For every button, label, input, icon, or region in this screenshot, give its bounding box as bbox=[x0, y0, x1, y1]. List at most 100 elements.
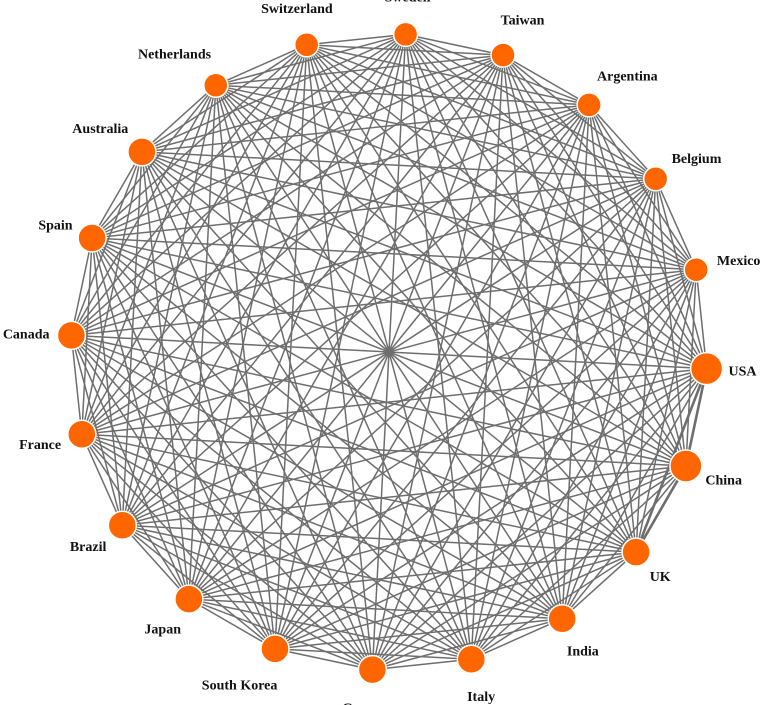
edge-germany-brazil bbox=[121, 524, 373, 671]
edge-canada-mexico bbox=[71, 268, 697, 337]
node-france bbox=[67, 419, 97, 450]
edge-argentina-mexico bbox=[588, 104, 697, 271]
label-france: France bbox=[19, 438, 61, 453]
edge-netherlands-argentina bbox=[215, 84, 590, 106]
edge-india-australia bbox=[141, 151, 563, 620]
edge-uk-argentina bbox=[588, 104, 637, 553]
node-mexico bbox=[683, 256, 709, 283]
node-switzerland bbox=[293, 32, 320, 58]
edge-netherlands-switzerland bbox=[215, 44, 308, 86]
label-taiwan: Taiwan bbox=[501, 14, 545, 29]
edge-switzerland-mexico bbox=[306, 44, 697, 271]
edge-belgium-mexico bbox=[655, 178, 697, 271]
label-sweden: Sweden bbox=[385, 0, 431, 6]
edge-brazil-argentina bbox=[121, 104, 590, 526]
edge-australia-switzerland bbox=[141, 44, 308, 153]
edge-india-brazil bbox=[122, 524, 563, 620]
edge-italy-sweden bbox=[404, 34, 473, 660]
edge-spain-belgium bbox=[92, 178, 656, 239]
edge-brazil-australia bbox=[121, 151, 143, 526]
edge-netherlands-sweden bbox=[215, 33, 406, 87]
node-india bbox=[547, 603, 577, 634]
edge-sweden-belgium bbox=[405, 33, 657, 180]
edge-china-australia bbox=[141, 151, 687, 467]
edge-france-mexico bbox=[81, 268, 697, 436]
edge-india-mexico bbox=[561, 269, 697, 619]
edge-germany-south-korea bbox=[274, 648, 373, 671]
edge-south-korea-spain bbox=[91, 237, 276, 650]
edge-italy-japan bbox=[188, 598, 472, 660]
edge-italy-netherlands bbox=[215, 84, 472, 660]
edge-india-south-korea bbox=[274, 617, 563, 650]
node-usa bbox=[689, 351, 724, 386]
edge-china-italy bbox=[470, 465, 687, 660]
label-spain: Spain bbox=[38, 218, 72, 233]
edge-australia-argentina bbox=[141, 104, 590, 153]
edge-japan-taiwan bbox=[188, 54, 504, 600]
edge-layer bbox=[70, 33, 708, 671]
node-canada bbox=[56, 320, 87, 351]
edge-switzerland-taiwan bbox=[306, 44, 504, 56]
edge-japan-netherlands bbox=[188, 85, 217, 600]
edge-germany-taiwan bbox=[371, 54, 504, 670]
edge-uk-spain bbox=[91, 237, 637, 553]
edge-italy-germany bbox=[372, 658, 472, 671]
label-brazil: Brazil bbox=[70, 540, 107, 555]
edge-canada-sweden bbox=[70, 33, 407, 336]
edge-china-belgium bbox=[654, 178, 687, 467]
edge-australia-netherlands bbox=[141, 84, 217, 153]
edge-france-belgium bbox=[81, 178, 657, 435]
label-japan: Japan bbox=[144, 623, 181, 638]
edge-spain-australia bbox=[91, 151, 143, 239]
edge-argentina-belgium bbox=[588, 104, 657, 180]
edge-india-switzerland bbox=[306, 44, 563, 620]
edge-japan-mexico bbox=[188, 269, 697, 600]
node-netherlands bbox=[203, 72, 229, 99]
edge-germany-canada bbox=[70, 334, 373, 671]
edge-canada-spain bbox=[70, 237, 93, 336]
edge-south-korea-belgium bbox=[274, 178, 657, 650]
edge-brazil-netherlands bbox=[121, 85, 217, 526]
node-germany bbox=[357, 654, 388, 685]
edge-spain-netherlands bbox=[91, 84, 217, 239]
node-japan bbox=[174, 584, 204, 614]
edge-italy-belgium bbox=[470, 178, 657, 660]
edge-spain-mexico bbox=[92, 237, 697, 271]
label-germany: Germany bbox=[342, 702, 399, 705]
edge-germany-belgium bbox=[371, 178, 657, 670]
edge-china-canada bbox=[71, 334, 687, 467]
edge-germany-mexico bbox=[371, 269, 697, 671]
edge-uk-mexico bbox=[635, 269, 697, 553]
edge-brazil-switzerland bbox=[121, 44, 308, 526]
label-argentina: Argentina bbox=[597, 69, 658, 84]
edge-brazil-spain bbox=[91, 237, 124, 526]
edge-canada-argentina bbox=[71, 104, 590, 337]
edge-france-spain bbox=[81, 237, 93, 435]
node-belgium bbox=[642, 166, 669, 192]
label-italy: Italy bbox=[467, 690, 495, 705]
edge-sweden-argentina bbox=[405, 33, 590, 106]
edge-usa-india bbox=[561, 368, 708, 620]
edge-canada-taiwan bbox=[70, 54, 504, 337]
edge-japan-canada bbox=[70, 335, 190, 600]
edge-taiwan-argentina bbox=[502, 54, 590, 106]
node-south-korea bbox=[260, 634, 290, 664]
edge-australia-sweden bbox=[141, 33, 406, 153]
edge-canada-switzerland bbox=[70, 44, 308, 336]
edge-uk-netherlands bbox=[215, 84, 637, 553]
label-belgium: Belgium bbox=[672, 152, 722, 167]
edge-australia-taiwan bbox=[141, 54, 504, 153]
label-layer: USAChinaUKIndiaItalyGermanySouth KoreaJa… bbox=[3, 0, 761, 705]
edge-japan-brazil bbox=[121, 524, 190, 600]
edge-spain-sweden bbox=[91, 33, 407, 239]
edge-switzerland-belgium bbox=[306, 44, 656, 180]
edge-india-argentina bbox=[561, 104, 590, 619]
edge-netherlands-taiwan bbox=[215, 54, 504, 87]
edge-france-australia bbox=[81, 151, 143, 435]
edge-germany-argentina bbox=[371, 104, 590, 670]
node-spain bbox=[77, 223, 107, 253]
edge-south-korea-mexico bbox=[274, 269, 697, 650]
edge-italy-france bbox=[81, 433, 472, 660]
node-brazil bbox=[107, 510, 138, 540]
label-uk: UK bbox=[650, 570, 671, 585]
